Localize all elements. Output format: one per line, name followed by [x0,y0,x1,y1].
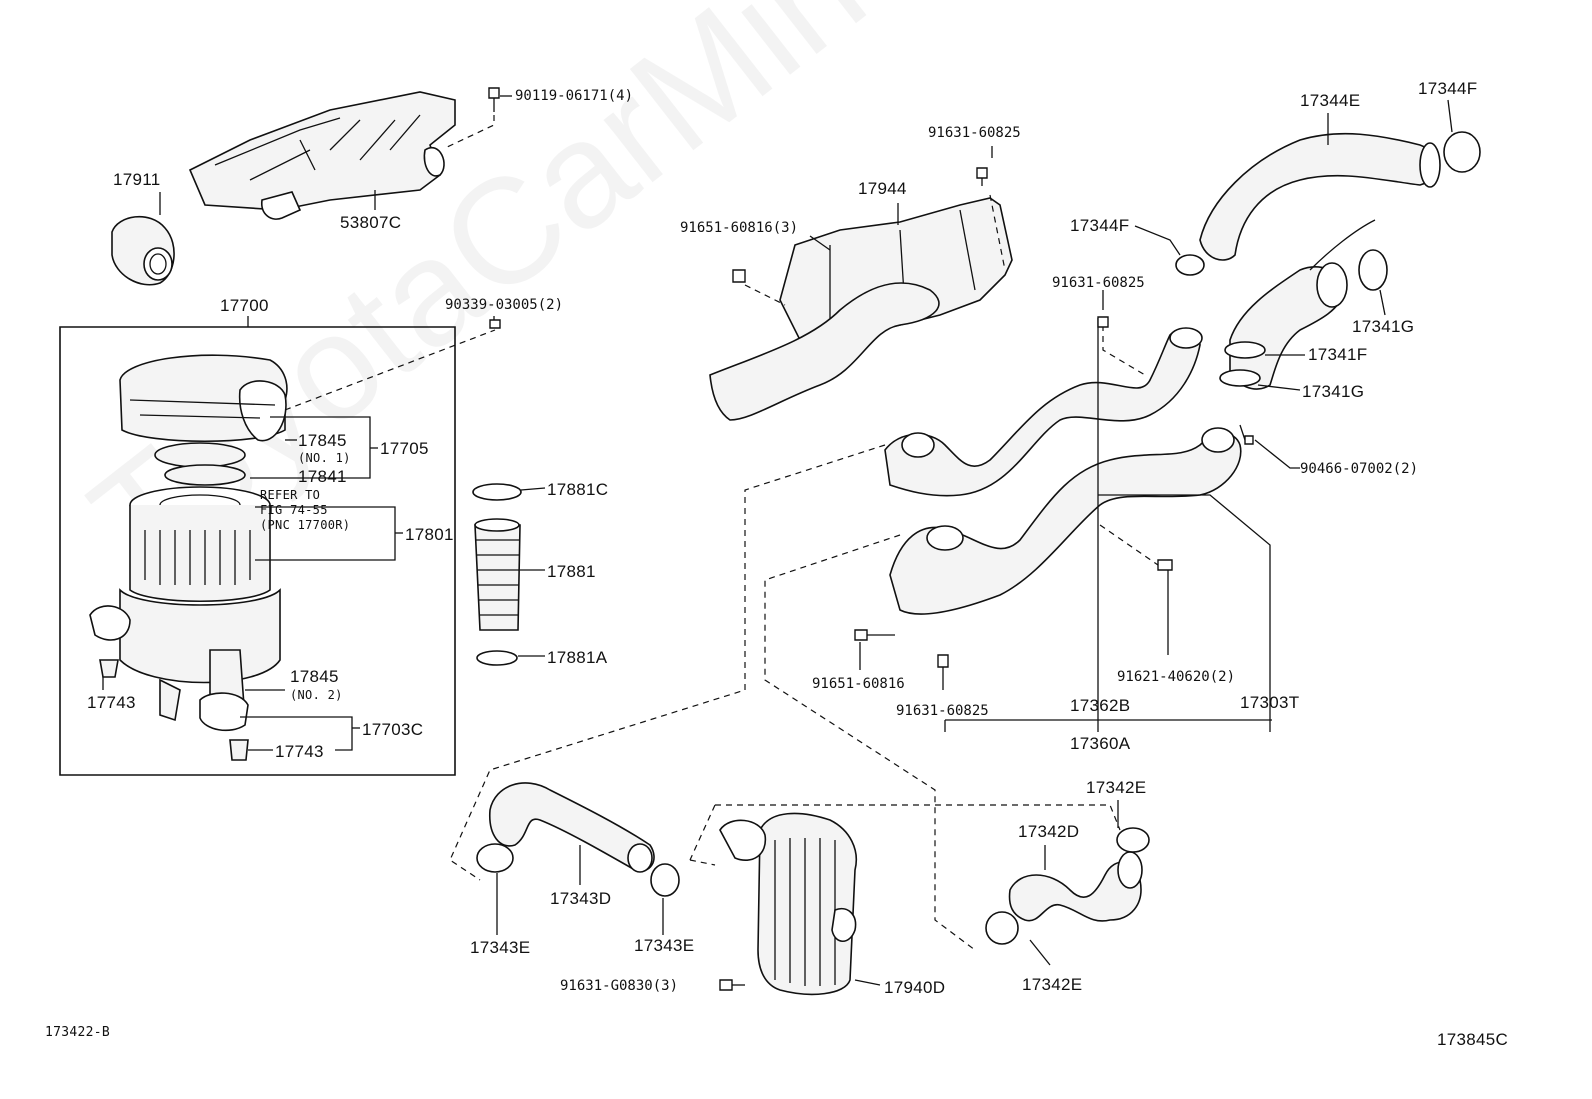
label-refer-1: REFER TO [260,488,321,502]
clamp-17342e-bot [985,911,1019,945]
label-17703c: 17703C [362,720,424,739]
clamp-17344f-mid [1134,225,1205,276]
clamp-17343e-right [650,863,680,897]
label-17845-no2: 17845 [290,667,339,686]
label-17303t: 17303T [1240,693,1300,712]
label-91631-top: 91631-60825 [928,125,1021,141]
label-17911: 17911 [113,170,161,189]
hose-17881 [474,518,545,631]
label-17344e: 17344E [1300,91,1361,110]
pipe-17303t [889,427,1242,615]
label-17940d: 17940D [884,978,946,997]
label-17341g-bottom: 17341G [1302,382,1365,401]
part-17911 [111,215,175,286]
label-17845-no2-sub: (NO. 2) [290,688,343,702]
label-17881c: 17881C [547,480,609,499]
pipe-17362b [884,327,1203,497]
label-91631-g0830: 91631-G0830(3) [560,978,679,994]
label-17743-left: 17743 [87,693,136,712]
label-17344f-top: 17344F [1418,79,1478,98]
label-90466: 90466-07002(2) [1300,461,1419,477]
label-17801: 17801 [405,525,454,544]
label-17845-no1-sub: (NO. 1) [298,451,351,465]
label-17343e-left: 17343E [470,938,531,957]
label-17881a: 17881A [547,648,608,667]
label-91651-single: 91651-60816 [812,676,905,692]
label-17341f: 17341F [1308,345,1368,364]
label-91631-bottom: 91631-60825 [896,703,989,719]
label-17362b: 17362B [1070,696,1131,715]
label-17341g-top: 17341G [1352,317,1415,336]
label-17700: 17700 [220,296,269,315]
label-refer-3: (PNC 17700R) [260,518,351,532]
footer-left-code: 173422-B [45,1025,111,1040]
label-53807c: 53807C [340,213,402,232]
clamp-17881a [476,650,545,666]
hose-17343d [489,782,655,873]
label-17845-no1: 17845 [298,431,347,450]
label-17360a: 17360A [1070,734,1131,753]
label-90119: 90119-06171(4) [515,88,634,104]
clamp-17342e-top [1116,827,1150,853]
label-90339: 90339-03005(2) [445,297,564,313]
footer-right-code: 173845C [1437,1030,1509,1049]
air-cleaner-assembly [89,354,288,732]
label-17342e-bottom: 17342E [1022,975,1083,994]
label-17944: 17944 [858,179,907,198]
label-17343d: 17343D [550,889,612,908]
label-91651-3: 91651-60816(3) [680,220,799,236]
hose-17344e [1199,132,1441,261]
label-17743-bottom: 17743 [275,742,324,761]
pipe-upper-center [709,282,940,421]
clamp-17343e-left [476,843,514,873]
label-17342d: 17342D [1018,822,1080,841]
hose-17342d [1008,851,1143,922]
pipe-17341f [1219,219,1388,390]
label-91621: 91621-40620(2) [1117,669,1236,685]
label-17343e-right: 17343E [634,936,695,955]
label-17705: 17705 [380,439,429,458]
duct-53807c [188,91,456,220]
label-91631-mid: 91631-60825 [1052,275,1145,291]
label-17881: 17881 [547,562,596,581]
label-17342e-top: 17342E [1086,778,1147,797]
intercooler-17940d [719,812,857,996]
bolt-90119 [488,87,500,112]
label-refer-2: FIG 74-55 [260,503,328,517]
label-17841: 17841 [298,467,347,486]
clamp-17881c [472,483,546,501]
clamp-17344f-top [1443,99,1481,173]
label-17344f-mid: 17344F [1070,216,1130,235]
